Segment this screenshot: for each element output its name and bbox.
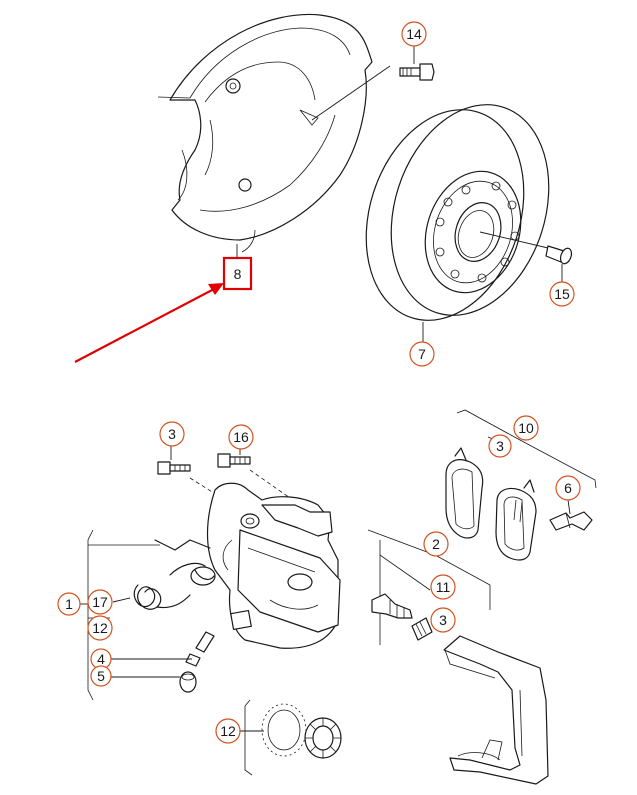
callout-3-label: 3 xyxy=(168,426,176,442)
callout-11-label: 11 xyxy=(436,579,451,595)
brake-pad-inner xyxy=(445,447,484,539)
callout-17-label: 17 xyxy=(92,594,108,610)
callout-6-label: 6 xyxy=(564,480,572,496)
callout-2-label: 2 xyxy=(432,536,440,552)
callout-14[interactable] xyxy=(401,21,427,47)
callout-5[interactable] xyxy=(90,665,112,687)
guide-pin-boot xyxy=(411,617,433,641)
callout-15[interactable] xyxy=(549,281,575,307)
callout-10[interactable] xyxy=(513,415,539,441)
callout-6[interactable] xyxy=(555,475,581,501)
callout-16-label: 16 xyxy=(233,429,249,445)
guide-pin xyxy=(371,593,413,619)
brake-splash-shield xyxy=(157,13,373,253)
bleeder-cap xyxy=(179,671,197,693)
callout-7-label: 7 xyxy=(418,346,426,362)
shield-highlight-box xyxy=(222,256,253,291)
red-arrow-icon xyxy=(74,283,224,363)
callout-3b-label: 3 xyxy=(439,612,447,628)
brake-disc xyxy=(365,104,550,321)
callout-1[interactable] xyxy=(57,592,81,616)
callout-2[interactable] xyxy=(423,531,449,557)
disc-screw xyxy=(479,231,573,265)
callout-14-label: 14 xyxy=(406,26,422,42)
callout-5-label: 5 xyxy=(97,668,105,684)
callout-8-label: 8 xyxy=(234,266,242,282)
callout-10-label: 10 xyxy=(518,420,534,436)
caliper-bolt xyxy=(157,461,191,475)
callout-7[interactable] xyxy=(409,341,435,367)
seal-ring xyxy=(261,703,307,757)
pad-retaining-clip xyxy=(549,511,593,531)
piston-seal xyxy=(304,717,342,759)
callout-15-label: 15 xyxy=(554,286,570,302)
callout-17[interactable] xyxy=(87,589,113,615)
callout-16[interactable] xyxy=(228,424,254,450)
callout-3-caliper-bolt[interactable] xyxy=(159,421,185,447)
shield-bolt xyxy=(311,63,435,121)
callout-12b-label: 12 xyxy=(220,723,236,739)
callout-12-spring-kit[interactable] xyxy=(87,615,113,641)
caliper-spring xyxy=(133,539,216,610)
guide-bolt xyxy=(217,453,251,468)
callout-1-label: 1 xyxy=(65,596,73,612)
callout-11[interactable] xyxy=(430,574,456,600)
brake-caliper xyxy=(206,482,341,649)
callout-3-pad[interactable] xyxy=(488,434,512,458)
bleeder-valve xyxy=(185,631,215,667)
callout-3c-label: 3 xyxy=(496,438,504,454)
caliper-carrier xyxy=(443,635,549,785)
callout-4-label: 4 xyxy=(97,651,105,667)
brake-pad-outer xyxy=(495,479,537,561)
callout-3-sleeve[interactable] xyxy=(430,607,456,633)
callout-12-seal-kit[interactable] xyxy=(215,718,241,744)
callout-12a-label: 12 xyxy=(92,620,108,636)
